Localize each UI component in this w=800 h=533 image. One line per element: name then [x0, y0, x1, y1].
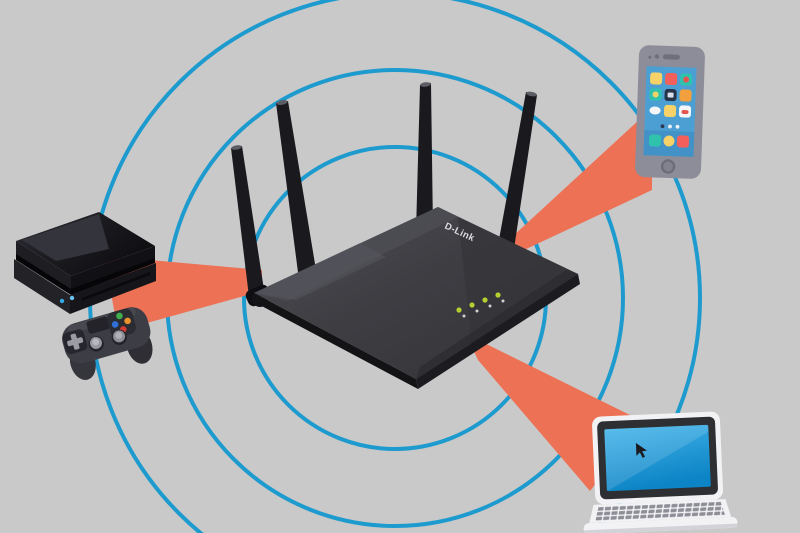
app-icon-glyph [681, 109, 689, 115]
router-sheen-facet [254, 243, 386, 300]
app-icon-badge [683, 76, 690, 83]
dock-icon [648, 134, 662, 147]
router-led-internet [469, 302, 475, 308]
console-front-left [16, 241, 71, 291]
router-led-wifi-2g [482, 297, 488, 303]
antenna-4 [498, 92, 537, 249]
router-led-power [456, 307, 462, 313]
game-console [14, 212, 156, 314]
button-square [111, 321, 119, 328]
console-top-highlight [22, 214, 109, 261]
router-led-glyph-1 [462, 314, 466, 318]
app-icon-badge [652, 91, 659, 98]
phone-page-dots [660, 124, 680, 129]
phone-camera [654, 54, 660, 59]
page-dot [668, 124, 672, 129]
console-groove [16, 254, 155, 295]
laptop-base-shadow [583, 523, 738, 533]
router-led-glyph-3 [488, 304, 492, 308]
antenna-2 [276, 101, 317, 280]
game-controller [62, 307, 153, 380]
router-front-face [416, 274, 580, 389]
app-icon [679, 89, 692, 102]
console-status-led [69, 295, 75, 301]
console-vent [82, 272, 150, 301]
console-front-right [71, 246, 155, 291]
phone-sensor [648, 55, 652, 59]
left-stick-top [92, 338, 100, 346]
wireless-router: D-Link [231, 82, 580, 389]
laptop [583, 411, 738, 533]
antenna-3 [416, 83, 433, 232]
action-buttons-pad [107, 308, 136, 338]
dock-icon [676, 135, 690, 148]
laptop-screen [604, 424, 711, 492]
app-icon [649, 106, 661, 115]
app-icon [650, 72, 663, 85]
dpad-horizontal [67, 337, 84, 347]
laptop-screen-sheen [604, 424, 709, 492]
page-dot [675, 124, 680, 129]
app-icon-glyph [667, 92, 674, 98]
router-left-face [254, 293, 418, 389]
controller-touchpad [86, 316, 110, 334]
page-dot-active [660, 124, 665, 129]
cursor-arrow-icon [635, 442, 648, 458]
phone-dock-icons [648, 134, 690, 148]
smartphone [635, 45, 705, 179]
router-right-facet [458, 217, 578, 345]
right-stick-top [115, 331, 123, 339]
console-lower-front-left [14, 259, 70, 314]
button-triangle [116, 312, 123, 320]
dock-icon [663, 135, 675, 147]
router-led-glyph-4 [501, 299, 505, 303]
router-led-wifi-5g [495, 292, 501, 298]
phone-home-button-inner [663, 161, 673, 172]
app-icon [663, 104, 677, 118]
antenna-1 [231, 146, 266, 305]
app-icon [665, 72, 678, 86]
beam-to-phone [490, 108, 652, 266]
router-led-glyph-2 [475, 309, 479, 313]
router-antennas [231, 82, 537, 307]
phone-speaker [662, 54, 680, 60]
router-front-rim [416, 270, 578, 379]
antenna-2-tip [276, 100, 288, 105]
phone-app-grid [649, 72, 693, 118]
console-power-led [59, 298, 65, 304]
antenna-4-tip [526, 91, 537, 97]
laptop-keyboard [595, 501, 726, 521]
antenna-3-tip [420, 82, 431, 87]
button-circle [124, 317, 131, 325]
antenna-1-tip [231, 145, 242, 150]
router-status-leds [456, 292, 505, 318]
